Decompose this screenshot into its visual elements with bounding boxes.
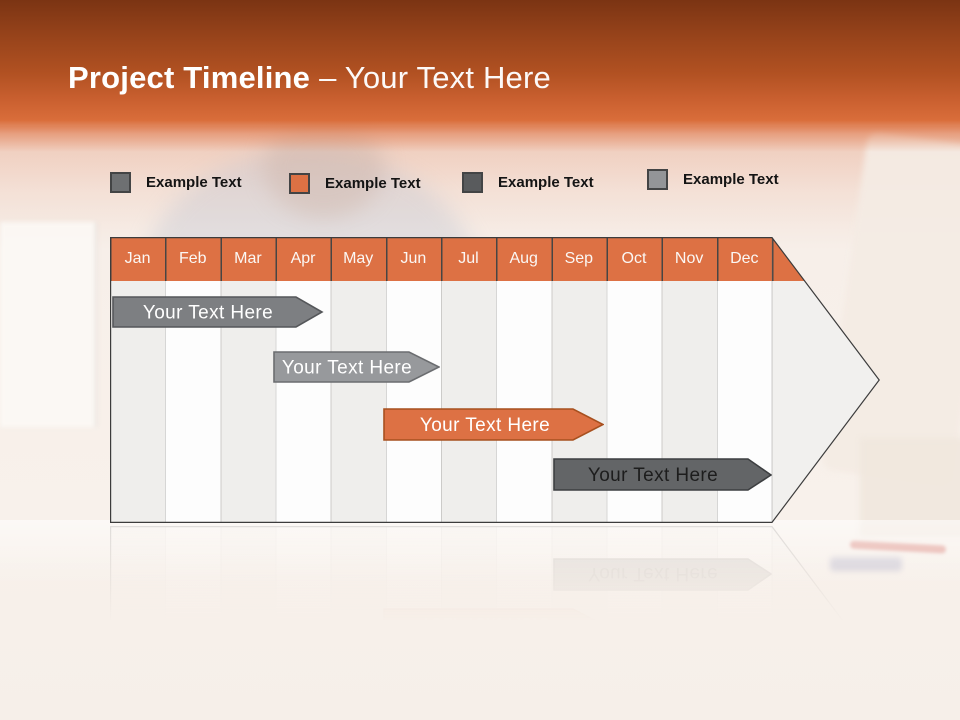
title-subtitle: – Your Text Here bbox=[319, 60, 551, 95]
month-label: Oct bbox=[621, 250, 647, 267]
month-label: Feb bbox=[178, 250, 207, 267]
month-label: Dec bbox=[730, 250, 759, 267]
month-header: Jan Feb Mar Apr May Jun Jul Aug Sep Oct … bbox=[110, 237, 880, 281]
desk-highlight bbox=[0, 520, 960, 584]
month-label: Jan bbox=[124, 250, 151, 267]
timeline-bar-2: Your Text Here bbox=[273, 351, 440, 383]
legend-swatch bbox=[647, 169, 668, 190]
month-label: Nov bbox=[674, 250, 704, 267]
bar-label: Your Text Here bbox=[420, 415, 550, 436]
month-label: May bbox=[343, 250, 374, 267]
timeline-bar-4: Your Text Here bbox=[553, 458, 772, 491]
legend-label: Example Text bbox=[146, 174, 242, 191]
legend-label: Example Text bbox=[683, 171, 779, 188]
month-labels: Jan Feb Mar Apr May Jun Jul Aug Sep Oct … bbox=[110, 237, 772, 281]
legend-item: Example Text bbox=[462, 172, 594, 193]
month-label: Jul bbox=[458, 250, 479, 267]
bar-label: Your Text Here bbox=[282, 358, 412, 379]
timeline-chart: Jan Feb Mar Apr May Jun Jul Aug Sep Oct … bbox=[110, 237, 880, 523]
legend-swatch bbox=[462, 172, 483, 193]
legend-label: Example Text bbox=[498, 174, 594, 191]
title-banner bbox=[0, 0, 960, 152]
slide-title: Project Timeline– Your Text Here bbox=[68, 60, 551, 96]
cabinet-silhouette bbox=[0, 222, 97, 427]
month-label: Apr bbox=[290, 250, 316, 267]
month-label: Jun bbox=[400, 250, 427, 267]
timeline-bar-1: Your Text Here bbox=[112, 296, 324, 328]
legend-item: Example Text bbox=[647, 169, 779, 190]
timeline-bar-3: Your Text Here bbox=[383, 408, 604, 441]
month-label: Mar bbox=[234, 250, 262, 267]
legend-item: Example Text bbox=[289, 173, 421, 194]
bar-label: Your Text Here bbox=[588, 465, 718, 486]
legend-swatch bbox=[289, 173, 310, 194]
month-label: Aug bbox=[509, 250, 538, 267]
legend-item: Example Text bbox=[110, 172, 242, 193]
legend-swatch bbox=[110, 172, 131, 193]
bar-label: Your Text Here bbox=[143, 303, 273, 324]
month-label: Sep bbox=[564, 250, 594, 267]
legend-label: Example Text bbox=[325, 175, 421, 192]
title-main: Project Timeline bbox=[68, 60, 311, 95]
